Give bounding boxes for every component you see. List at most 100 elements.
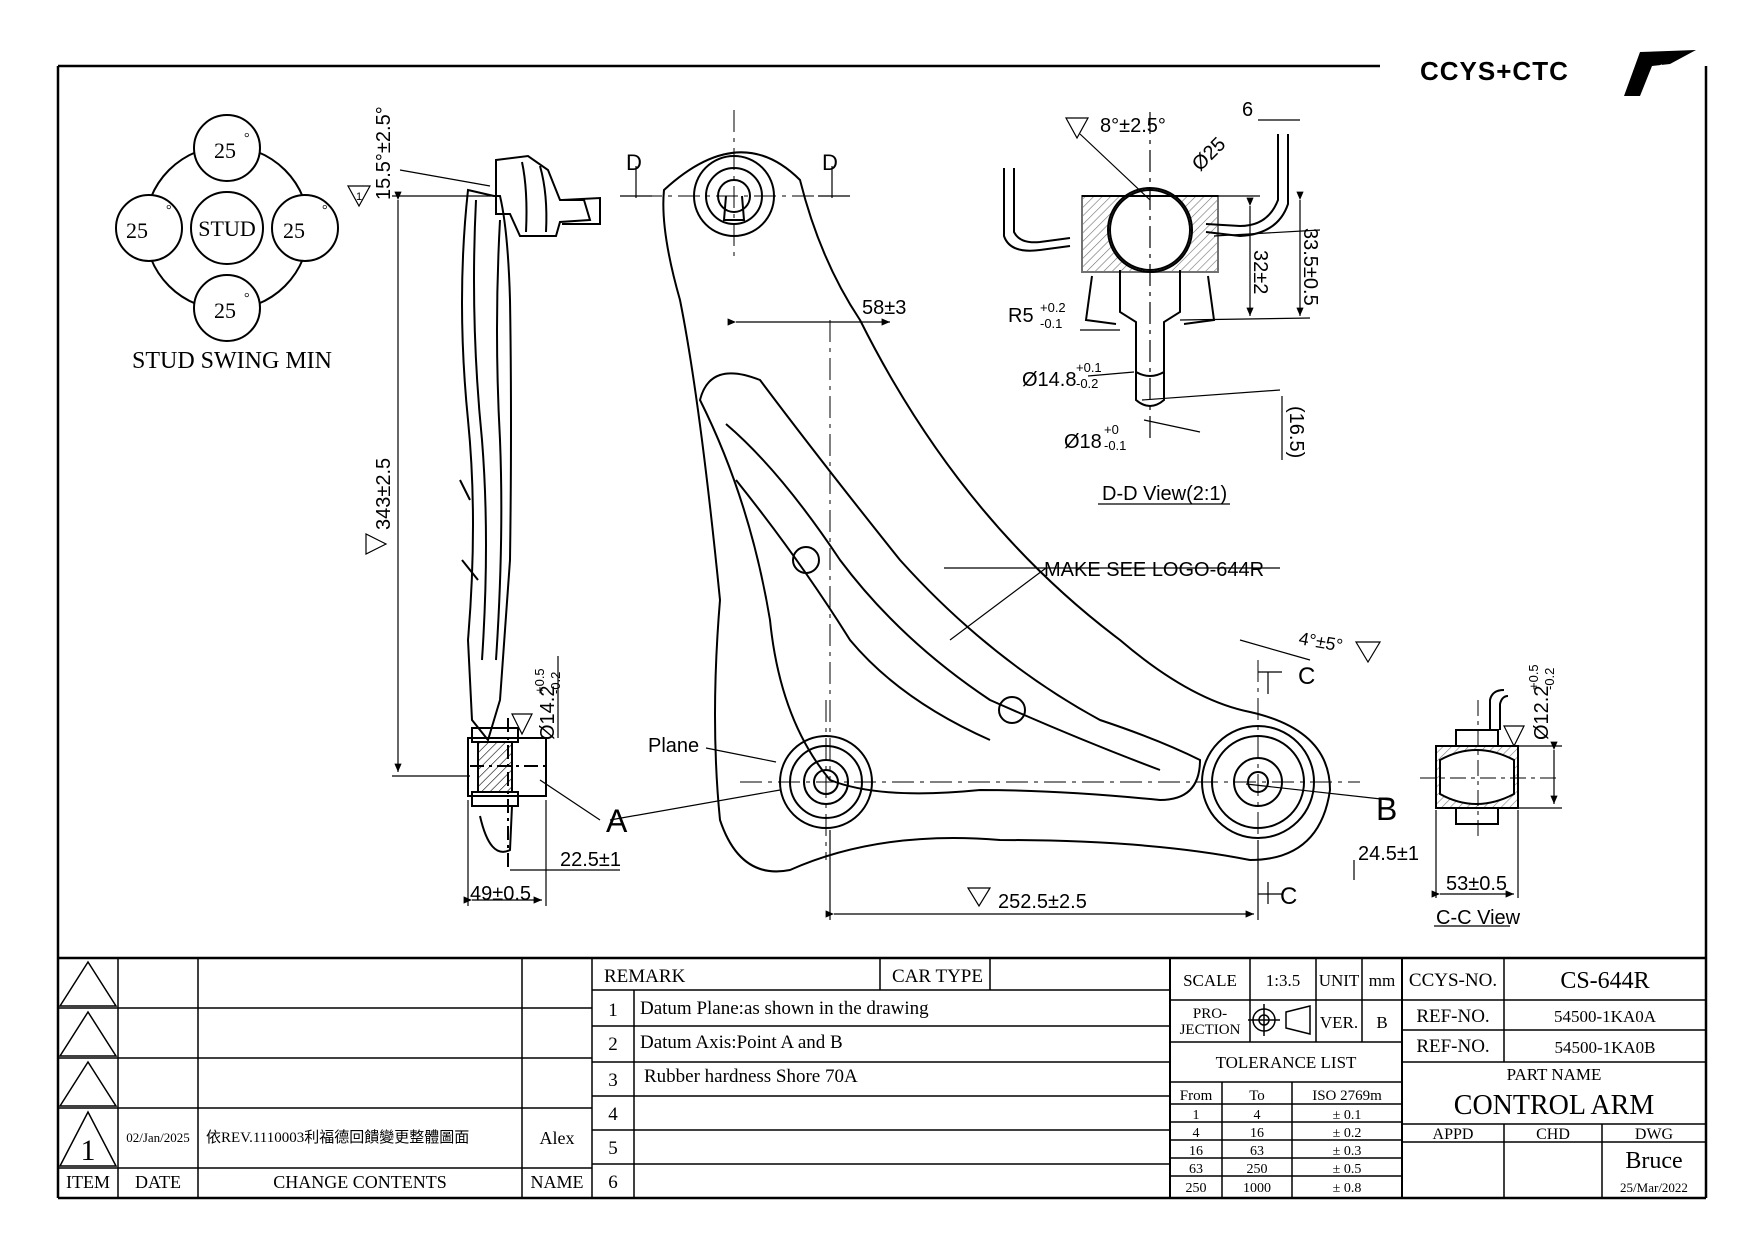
unit-value: mm	[1369, 971, 1395, 990]
point-b-label: B	[1376, 791, 1397, 827]
stud-angle-bottom: 25	[214, 298, 236, 323]
dd-view-dimensions	[1079, 112, 1321, 505]
dd-angle: 8°±2.5°	[1100, 115, 1166, 137]
stud-angle-right: 25	[283, 218, 305, 243]
rev-name: Alex	[540, 1128, 575, 1148]
logo-note: MAKE SEE LOGO-644R	[1044, 559, 1264, 581]
stud-swing-diagram	[115, 114, 339, 342]
svg-text:63: 63	[1250, 1144, 1264, 1159]
stud-angle-left: 25	[126, 218, 148, 243]
ccys-value: CS-644R	[1560, 968, 1649, 994]
drawn-by: Bruce	[1625, 1148, 1682, 1174]
svg-text:4: 4	[1254, 1108, 1261, 1123]
appd-label: APPD	[1433, 1126, 1474, 1143]
svg-text:1000: 1000	[1243, 1181, 1271, 1196]
remark-text-2: Datum Axis:Point A and B	[640, 1032, 843, 1053]
section-d-left: D	[626, 150, 642, 175]
ref-label-1: REF-NO.	[1416, 1006, 1489, 1027]
side-width-dim: 49±0.5	[470, 883, 531, 905]
ref-value-1: 54500-1KA0A	[1554, 1007, 1657, 1026]
chd-label: CHD	[1536, 1126, 1570, 1143]
dd-d148: Ø14.8	[1022, 369, 1076, 391]
deg-symbol: °	[322, 203, 328, 218]
dd-view-section	[1003, 134, 1289, 407]
svg-text:± 0.1: ± 0.1	[1333, 1108, 1362, 1123]
section-d-right: D	[822, 150, 838, 175]
remark-no-5: 5	[608, 1138, 618, 1159]
plan-view-dimensions	[609, 166, 1391, 920]
cc-dia-dn: -0.2	[1542, 668, 1557, 690]
rev-header-name: NAME	[531, 1172, 584, 1192]
brand-logo: CCYS+CTC	[1420, 50, 1696, 96]
scale-value: 1:3.5	[1266, 971, 1300, 990]
cc-dia: Ø12.2	[1531, 686, 1553, 740]
ref-value-2: 54500-1KA0B	[1554, 1038, 1655, 1057]
scale-label: SCALE	[1183, 971, 1237, 990]
sheet-border	[56, 64, 1708, 1200]
ccys-label: CCYS-NO.	[1409, 970, 1497, 991]
svg-text:16: 16	[1189, 1144, 1203, 1159]
tol-header-to: To	[1249, 1088, 1265, 1104]
dim-252: 252.5±2.5	[998, 891, 1087, 913]
deg-symbol: °	[244, 131, 250, 146]
dd-caption: D-D View(2:1)	[1102, 483, 1227, 505]
side-bush-tol-dn: -0.2	[548, 672, 563, 694]
rev-item: 1	[81, 1134, 96, 1167]
svg-text:1: 1	[356, 191, 362, 203]
side-view-dimensions	[392, 169, 620, 906]
side-offset-dim: 22.5±1	[560, 849, 621, 871]
dd-d148-dn: -0.2	[1076, 376, 1098, 391]
tol-header-from: From	[1180, 1088, 1213, 1104]
dd-d148-up: +0.1	[1076, 360, 1102, 375]
tol-header-iso: ISO 2769m	[1312, 1088, 1382, 1104]
ref-label-2: REF-NO.	[1416, 1036, 1489, 1057]
point-a-label: A	[606, 803, 628, 839]
rev-header-date: DATE	[135, 1172, 181, 1192]
rev-contents: 依REV.1110003利福德回饋變更整體圖面	[206, 1128, 469, 1146]
cc-view-section	[1420, 689, 1560, 840]
remark-no-6: 6	[608, 1172, 618, 1193]
svg-text:1: 1	[1193, 1108, 1200, 1123]
dim-4-angle: 4°±5°	[1297, 628, 1344, 655]
dd-dim-6: 6	[1242, 99, 1253, 121]
side-bush-dia-dim: Ø14.2	[537, 686, 559, 740]
svg-text:250: 250	[1186, 1181, 1207, 1196]
deg-symbol: °	[244, 291, 250, 306]
stud-center-label: STUD	[198, 216, 255, 241]
ver-label: VER.	[1320, 1013, 1358, 1032]
car-type-label: CAR TYPE	[892, 966, 983, 987]
part-name-label: PART NAME	[1507, 1065, 1602, 1084]
plan-view-centerlines	[640, 110, 1360, 900]
svg-text:63: 63	[1189, 1162, 1203, 1177]
remark-text-3: Rubber hardness Shore 70A	[644, 1066, 858, 1087]
part-name: CONTROL ARM	[1454, 1090, 1655, 1121]
section-c-top: C	[1298, 663, 1315, 690]
cc-caption: C-C View	[1436, 907, 1521, 929]
svg-text:16: 16	[1250, 1126, 1264, 1141]
remark-header: REMARK	[604, 966, 686, 987]
tolerance-title: TOLERANCE LIST	[1216, 1053, 1357, 1072]
cc-dia-up: +0.5	[1526, 664, 1541, 690]
ver-value: B	[1376, 1013, 1387, 1032]
datum-triangles: 1	[346, 117, 1525, 908]
dd-r5-dn: -0.1	[1040, 316, 1062, 331]
rev-date: 02/Jan/2025	[126, 1130, 190, 1145]
dd-r5-up: +0.2	[1040, 300, 1066, 315]
dd-dim-165: (16.5)	[1285, 406, 1307, 458]
dd-dim-33: 33.5±0.5	[1299, 228, 1321, 306]
side-bush-tol-up: +0.5	[532, 668, 547, 694]
title-block-grid	[58, 956, 1706, 1198]
cc-view-dimensions	[1431, 741, 1562, 927]
svg-text:CCYS+CTC: CCYS+CTC	[1420, 56, 1569, 86]
svg-text:± 0.2: ± 0.2	[1333, 1126, 1362, 1141]
svg-text:± 0.5: ± 0.5	[1333, 1162, 1362, 1177]
cc-width: 53±0.5	[1446, 873, 1507, 895]
deg-symbol: °	[166, 203, 172, 218]
stud-angle-top: 25	[214, 138, 236, 163]
svg-text:± 0.3: ± 0.3	[1333, 1144, 1362, 1159]
projection-label-2: JECTION	[1180, 1022, 1241, 1038]
plan-view-arm	[662, 151, 1332, 873]
stud-caption: STUD SWING MIN	[132, 348, 332, 374]
projection-symbol	[1248, 1004, 1311, 1036]
